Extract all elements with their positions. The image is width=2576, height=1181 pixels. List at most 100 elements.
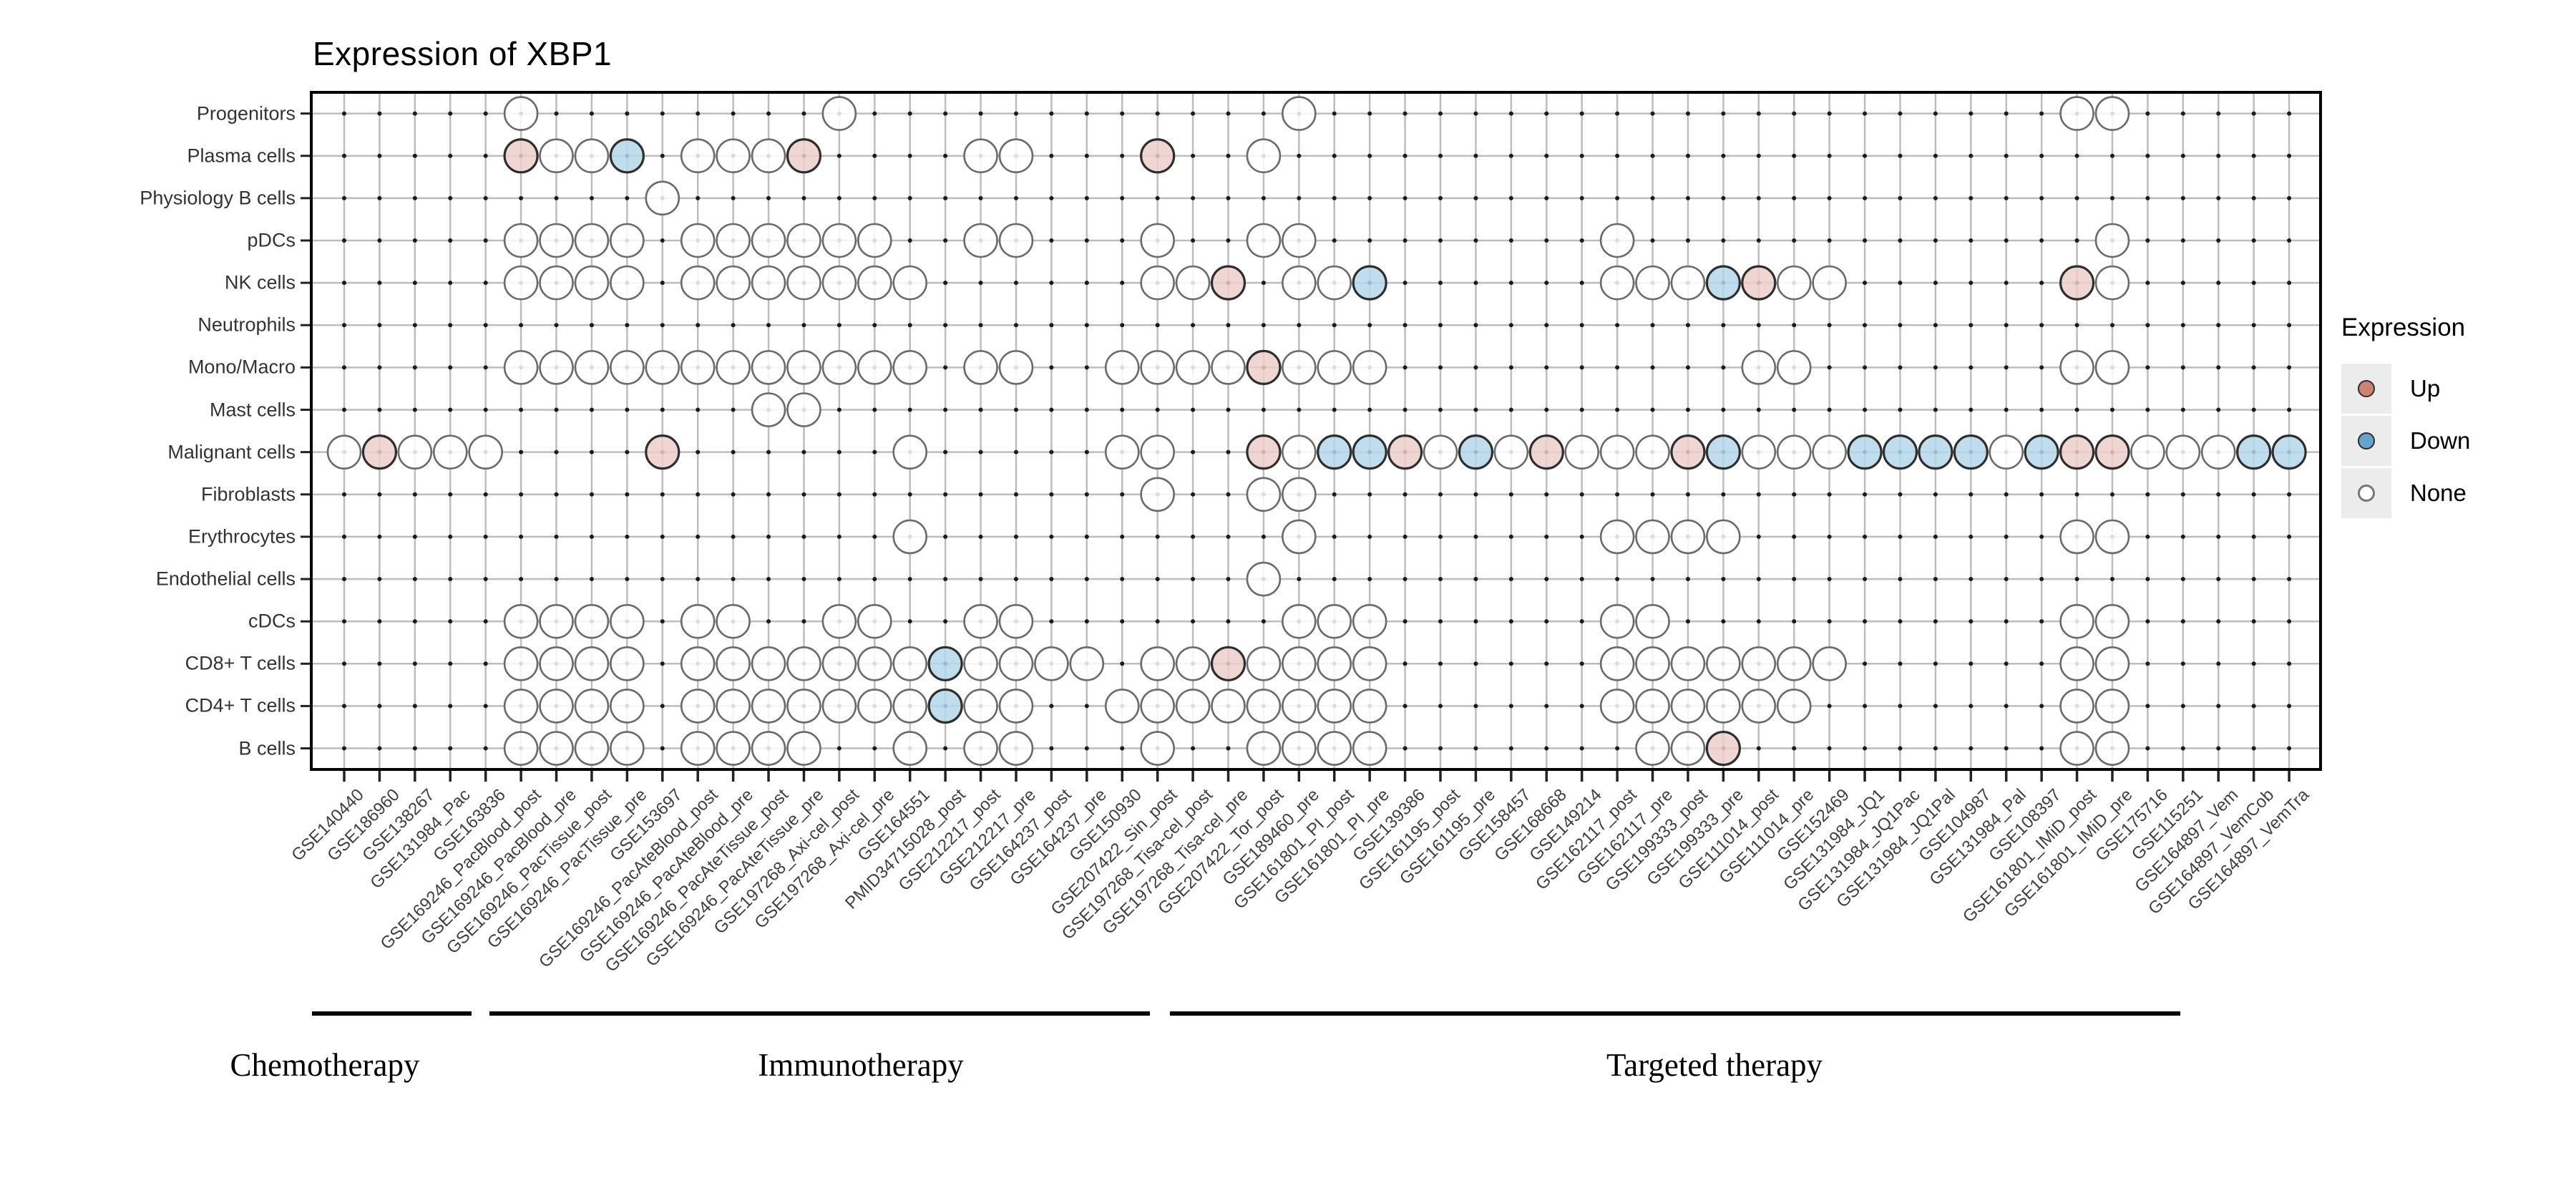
expression-dot: [2059, 265, 2095, 301]
expression-dot: [680, 138, 716, 174]
expression-dot: [892, 519, 928, 555]
expression-dot: [1140, 689, 1175, 724]
expression-dot: [1317, 689, 1352, 724]
expression-dot: [1635, 731, 1670, 766]
expression-dot: [1741, 689, 1777, 724]
expression-dot: [539, 646, 574, 681]
expression-dot: [2094, 434, 2130, 470]
expression-dot: [892, 265, 928, 301]
expression-dot: [1989, 434, 2024, 470]
expression-dot: [2094, 223, 2130, 258]
expression-dot: [857, 350, 892, 385]
expression-dot: [1670, 689, 1706, 724]
expression-dot: [1918, 434, 1953, 470]
expression-dot: [998, 646, 1034, 681]
expression-dot: [1246, 731, 1282, 766]
expression-dot: [2024, 434, 2059, 470]
expression-dot: [927, 646, 963, 681]
expression-dot: [610, 689, 645, 724]
expression-dot: [2094, 265, 2130, 301]
group-label: Targeted therapy: [1606, 1047, 1823, 1083]
expression-dot: [1635, 646, 1670, 681]
expression-dot: [1352, 350, 1387, 385]
expression-dot: [1635, 434, 1670, 470]
expression-dot: [1352, 603, 1387, 639]
expression-dot: [680, 689, 716, 724]
expression-dot: [361, 434, 398, 470]
expression-dot: [2094, 96, 2130, 131]
expression-dot: [2059, 96, 2094, 131]
legend-item-up: Up: [2341, 362, 2570, 414]
expression-dot: [539, 603, 574, 639]
expression-dot: [751, 689, 786, 724]
expression-dot: [397, 434, 433, 470]
expression-dot: [1140, 434, 1175, 470]
expression-dot: [1458, 434, 1494, 470]
expression-dot: [716, 223, 751, 258]
expression-dot: [1352, 731, 1387, 766]
expression-dot: [963, 350, 998, 385]
expression-dot: [1246, 138, 1282, 174]
chart-title: Expression of XBP1: [313, 35, 613, 72]
expression-dot: [539, 350, 574, 385]
expression-dot: [1564, 434, 1599, 470]
expression-dot: [1282, 350, 1317, 385]
expression-dot: [1599, 519, 1635, 555]
expression-dot: [1282, 265, 1317, 301]
expression-dot: [2094, 689, 2130, 724]
y-axis-label: Progenitors: [196, 102, 296, 125]
expression-dot: [609, 138, 645, 174]
expression-dot: [1882, 434, 1918, 470]
expression-dot: [1706, 519, 1741, 555]
expression-dot: [1493, 434, 1529, 470]
y-axis-label: Fibroblasts: [200, 483, 296, 505]
expression-dot: [1953, 434, 1989, 470]
expression-dot: [1599, 689, 1635, 724]
none-dot-icon: [2358, 484, 2375, 502]
y-axis-label: Endothelial cells: [155, 568, 296, 590]
expression-dot: [716, 138, 751, 174]
expression-dot: [786, 392, 821, 427]
expression-dot: [1140, 646, 1175, 681]
expression-dot: [857, 603, 892, 639]
expression-dot: [751, 646, 786, 681]
expression-dot: [716, 689, 751, 724]
y-axis-label: pDCs: [247, 229, 296, 251]
expression-dot: [2059, 519, 2094, 555]
expression-dot: [539, 265, 574, 301]
expression-dot: [1599, 223, 1635, 258]
expression-dot: [786, 350, 821, 385]
expression-dot: [1104, 434, 1140, 470]
expression-dot: [1670, 265, 1706, 301]
legend-key-up: [2341, 363, 2391, 414]
expression-dot: [857, 223, 892, 258]
expression-dot: [716, 603, 751, 639]
expression-dot: [503, 350, 539, 385]
expression-dot: [892, 731, 928, 766]
expression-dot: [680, 350, 716, 385]
expression-dot: [1812, 434, 1847, 470]
up-dot-icon: [2358, 379, 2375, 397]
expression-dot: [1246, 646, 1282, 681]
expression-dot: [2059, 689, 2094, 724]
expression-dot: [326, 434, 362, 470]
expression-dot: [1211, 350, 1246, 385]
expression-dot: [645, 180, 680, 216]
expression-dot: [1282, 731, 1317, 766]
expression-dot: [1705, 265, 1741, 301]
expression-dot: [2059, 731, 2094, 766]
expression-dot: [1776, 434, 1812, 470]
expression-dot: [2094, 519, 2130, 555]
expression-dot: [892, 434, 928, 470]
expression-dot: [927, 688, 963, 724]
expression-dot: [1352, 265, 1387, 301]
legend-key-none: [2341, 467, 2391, 518]
expression-dot: [1599, 265, 1635, 301]
expression-dot: [503, 223, 539, 258]
group-bracket-line: [1170, 1011, 2180, 1016]
expression-dot: [610, 350, 645, 385]
expression-dot: [503, 689, 539, 724]
expression-dot: [2059, 350, 2094, 385]
